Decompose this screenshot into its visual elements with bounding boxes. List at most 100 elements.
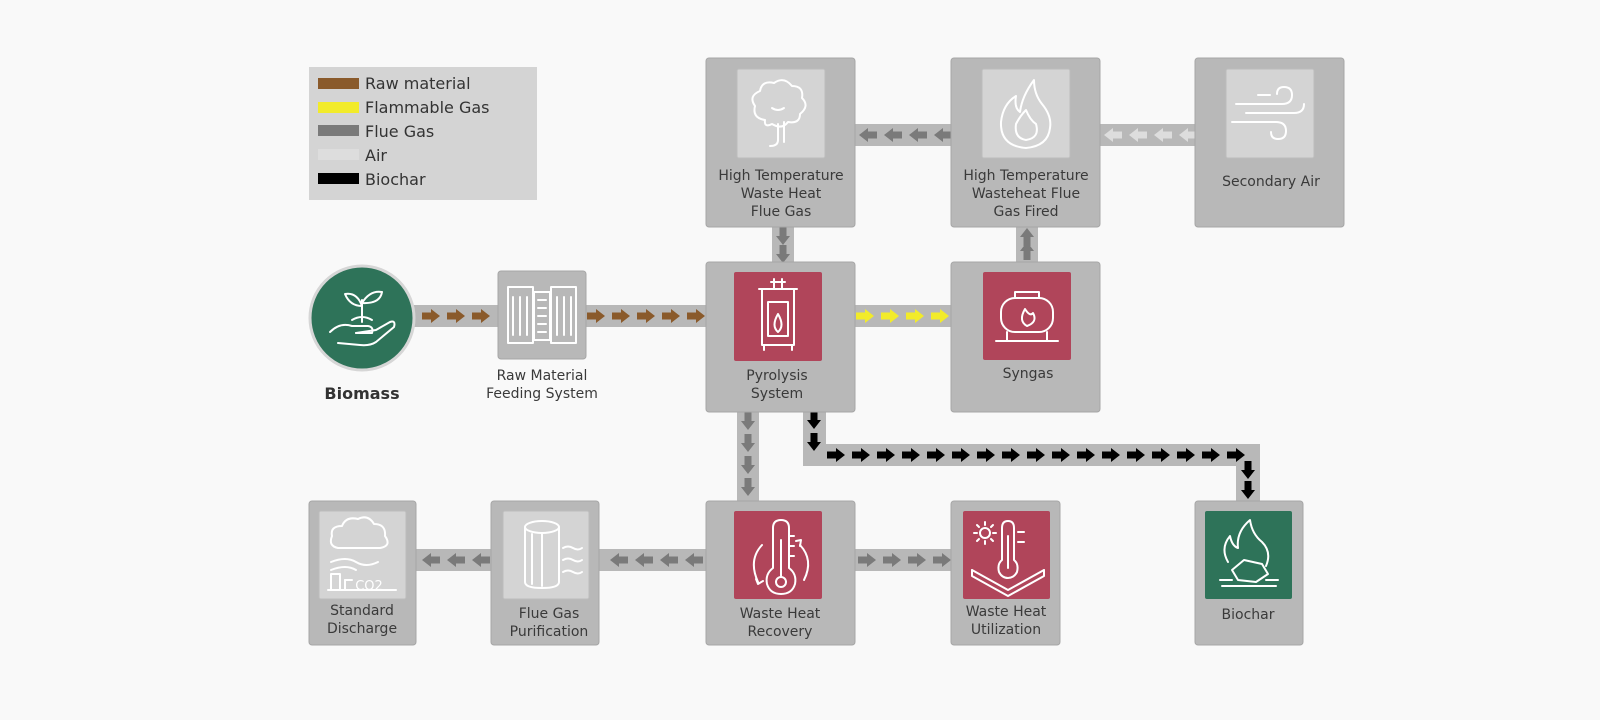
ht-waste-heat-label-2: Waste Heat [741, 186, 822, 202]
furnace-icon [758, 278, 798, 351]
flow-arrow-biochar [1241, 481, 1255, 499]
flow-arrow-biochar [1002, 448, 1020, 462]
flow-arrow-air [1154, 128, 1172, 142]
flow-arrow-flue-gas [685, 553, 703, 567]
utilization-label-1: Waste Heat [966, 604, 1047, 620]
flow-arrow-flue-gas [884, 128, 902, 142]
flow-arrow-flue-gas [908, 553, 926, 567]
node-raw-material-feeding: Raw Material Feeding System [486, 270, 598, 402]
node-biomass: Biomass [308, 264, 416, 403]
flow-arrow-flue-gas [635, 553, 653, 567]
syngas-icon-tile [983, 272, 1071, 360]
purification-icon-tile [502, 510, 590, 600]
flow-arrow-flue-gas [909, 128, 927, 142]
ht-waste-heat-label-3: Flue Gas [751, 204, 812, 220]
pipe-recovery-utilization [854, 549, 952, 571]
ht-fired-label-1: High Temperature [963, 168, 1088, 184]
flow-arrow-flue-gas [610, 553, 628, 567]
flow-arrow-biochar [1202, 448, 1220, 462]
flow-arrow-flue-gas [741, 412, 755, 430]
secondary-air-label: Secondary Air [1222, 174, 1320, 190]
flow-arrow-biochar [927, 448, 945, 462]
flow-arrow-flue-gas [472, 553, 490, 567]
node-waste-heat-utilization: Waste Heat Utilization [950, 500, 1061, 646]
discharge-label-2: Discharge [327, 621, 397, 637]
legend-label-biochar: Biochar [365, 170, 426, 189]
flow-arrow-flammable-gas [906, 309, 924, 323]
ht-fired-label-3: Gas Fired [993, 204, 1058, 220]
flow-arrow-raw-material [422, 309, 440, 323]
flow-arrow-raw-material [447, 309, 465, 323]
flow-arrow-flue-gas [859, 128, 877, 142]
legend-swatch-raw-material [318, 78, 359, 89]
flow-arrow-flue-gas [741, 478, 755, 496]
flow-arrow-biochar [977, 448, 995, 462]
pipe-air-fired [1099, 124, 1197, 146]
flow-arrows [422, 128, 1255, 567]
co2-factory-icon: CO2 [327, 516, 397, 594]
recovery-label-1: Waste Heat [740, 606, 821, 622]
flow-arrow-biochar [807, 411, 821, 429]
flow-arrow-flue-gas [447, 553, 465, 567]
legend-label-air: Air [365, 146, 387, 165]
biochar-label: Biochar [1222, 607, 1275, 623]
utilization-icon-tile [963, 511, 1050, 599]
feeding-label-2: Feeding System [486, 386, 598, 402]
flame-icon [999, 79, 1052, 149]
pyrolysis-label-2: System [751, 386, 803, 402]
flow-arrow-flammable-gas [856, 309, 874, 323]
hand-sprout-icon [329, 290, 396, 347]
ht-fired-label-2: Wasteheat Flue [972, 186, 1080, 202]
flow-arrow-biochar [1227, 448, 1245, 462]
thermometer-cycle-icon [752, 519, 810, 595]
ht-waste-heat-icon-tile [736, 68, 826, 159]
flow-arrow-raw-material [587, 309, 605, 323]
node-secondary-air: Secondary Air [1194, 57, 1345, 228]
legend-swatch-air [318, 149, 359, 160]
wind-icon [1231, 86, 1305, 140]
utilization-label-2: Utilization [971, 622, 1041, 638]
flow-arrow-biochar [902, 448, 920, 462]
heated-plate-icon [971, 520, 1045, 597]
purification-label-2: Purification [510, 624, 589, 640]
flow-arrow-raw-material [637, 309, 655, 323]
flow-arrow-flue-gas [934, 128, 952, 142]
flow-arrow-flue-gas [1020, 242, 1034, 260]
flow-arrow-flue-gas [933, 553, 951, 567]
flow-arrow-biochar [1027, 448, 1045, 462]
flow-arrow-flue-gas [776, 245, 790, 263]
flow-arrow-air [1179, 128, 1197, 142]
flow-arrow-raw-material [472, 309, 490, 323]
flow-arrow-air [1104, 128, 1122, 142]
coal-fire-icon [1219, 519, 1279, 587]
purification-label-1: Flue Gas [519, 606, 580, 622]
flow-arrow-raw-material [662, 309, 680, 323]
feeding-label-1: Raw Material [497, 368, 588, 384]
pipe-pyrolysis-syngas [854, 305, 952, 327]
ht-waste-heat-label-1: High Temperature [718, 168, 843, 184]
flow-arrow-biochar [1177, 448, 1195, 462]
flow-arrow-raw-material [687, 309, 705, 323]
syngas-label: Syngas [1003, 366, 1054, 382]
flow-arrow-biochar [827, 448, 845, 462]
flow-arrow-biochar [807, 433, 821, 451]
flow-arrow-biochar [1102, 448, 1120, 462]
smoke-cloud-icon [751, 79, 807, 147]
node-ht-waste-heat-flue-gas: High Temperature Waste Heat Flue Gas [705, 57, 856, 228]
gas-tank-flame-icon [995, 291, 1059, 342]
flow-arrow-biochar [1152, 448, 1170, 462]
flow-arrow-biochar [1127, 448, 1145, 462]
flow-arrow-flue-gas [883, 553, 901, 567]
flow-arrow-flue-gas [741, 456, 755, 474]
discharge-label-1: Standard [330, 603, 394, 619]
recovery-label-2: Recovery [748, 624, 813, 640]
node-pyrolysis-system: Pyrolysis System [705, 261, 856, 413]
biochar-icon-tile [1205, 511, 1292, 599]
pyrolysis-label-1: Pyrolysis [746, 368, 807, 384]
legend-swatch-flue-gas [318, 125, 359, 136]
flow-arrow-air [1129, 128, 1147, 142]
legend-swatch-biochar [318, 173, 359, 184]
flow-arrow-raw-material [612, 309, 630, 323]
pipe-fired-wasteheat [854, 124, 952, 146]
feeder-icon [507, 286, 577, 344]
